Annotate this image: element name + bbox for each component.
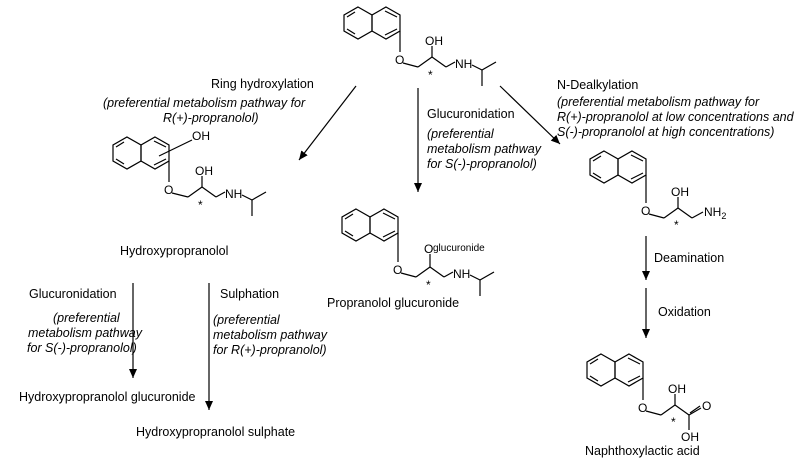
desisopropyl-nh2-label: NH2	[704, 205, 726, 221]
reaction-arrows	[129, 85, 650, 410]
acid-hydroxyl-label: OH	[681, 430, 699, 444]
desisopropyl-oh-label: OH	[671, 185, 689, 199]
hydroxypropranolol-ring-oh-label: OH	[192, 129, 210, 143]
glucuronide-ether-o-label: O	[393, 263, 402, 277]
desisopropyl-propranolol-structure	[589, 150, 704, 219]
hydroxypropranolol-stereo-label: *	[198, 198, 203, 212]
n-dealkylation-note-2: R(+)-propranolol at low concentrations a…	[557, 110, 794, 124]
nh-part: NH	[704, 205, 721, 219]
acid-stereo-label: *	[671, 415, 676, 429]
glucuronidation-center-note-2: metabolism pathway	[427, 142, 541, 156]
glucuronidation-left-note-2: metabolism pathway	[28, 326, 142, 340]
propranolol-glucuronide-structure	[341, 208, 495, 296]
propranolol-stereo-label: *	[428, 68, 433, 82]
glucuronide-tag-label: glucuronide	[433, 243, 485, 254]
sulphation-note-3: for R(+)-propranolol)	[213, 343, 327, 357]
desisopropyl-ether-o-label: O	[641, 204, 650, 218]
acid-ether-o-label: O	[638, 401, 647, 415]
propranolol-glucuronide-name: Propranolol glucuronide	[327, 296, 460, 310]
hydroxypropranolol-ether-o-label: O	[164, 183, 173, 197]
ring-hydroxylation-label: Ring hydroxylation	[211, 77, 314, 91]
n-dealkylation-note-1: (preferential metabolism pathway for	[557, 95, 760, 109]
desisopropyl-stereo-label: *	[674, 218, 679, 232]
hydroxypropranolol-nh-label: NH	[225, 187, 242, 201]
arrow-ring-hydroxylation	[298, 85, 357, 161]
oxidation-label: Oxidation	[658, 305, 711, 319]
acid-carbonyl-o-label: O	[702, 399, 711, 413]
ring-hydroxylation-note-1: (preferential metabolism pathway for	[103, 96, 306, 110]
sulphation-label: Sulphation	[220, 287, 280, 301]
glucuronide-stereo-label: *	[426, 278, 431, 292]
arrow-n-dealkylation	[499, 85, 561, 145]
sulphation-note-2: metabolism pathway	[213, 328, 327, 342]
glucuronidation-center-label: Glucuronidation	[427, 107, 515, 121]
hydroxypropranolol-sulphate-name: Hydroxypropranolol sulphate	[136, 425, 296, 439]
propranolol-oh-label: OH	[425, 34, 443, 48]
glucuronidation-center-note-3: for S(-)-propranolol)	[427, 157, 537, 171]
n-dealkylation-label: N-Dealkylation	[557, 78, 639, 92]
ring-hydroxylation-note-2: R(+)-propranolol)	[163, 111, 259, 125]
naphthoxylactic-acid-name: Naphthoxylactic acid	[585, 444, 700, 458]
propranolol-nh-label: NH	[455, 57, 472, 71]
glucuronide-o-label: O	[424, 242, 433, 256]
glucuronidation-center-note-1: (preferential	[427, 127, 494, 141]
deamination-label: Deamination	[654, 251, 725, 265]
glucuronidation-left-note-3: for S(-)-propranolol)	[27, 341, 137, 355]
subscript-2: 2	[721, 211, 726, 221]
hydroxypropranolol-oh-label: OH	[195, 164, 213, 178]
glucuronidation-left-label: Glucuronidation	[29, 287, 117, 301]
glucuronide-nh-label: NH	[453, 267, 470, 281]
hydroxypropranolol-glucuronide-name: Hydroxypropranolol glucuronide	[19, 390, 196, 404]
propranolol-structure	[343, 6, 497, 86]
hydroxypropranolol-name: Hydroxypropranolol	[120, 244, 229, 258]
acid-oh-label: OH	[668, 382, 686, 396]
hydroxypropranolol-structure	[112, 136, 267, 216]
sulphation-note-1: (preferential	[213, 313, 280, 327]
n-dealkylation-note-3: S(-)-propranolol at high concentrations)	[557, 125, 775, 139]
glucuronidation-left-note-1: (preferential	[53, 311, 120, 325]
propranolol-ether-o-label: O	[395, 53, 404, 67]
naphthoxylactic-acid-structure	[586, 353, 702, 430]
